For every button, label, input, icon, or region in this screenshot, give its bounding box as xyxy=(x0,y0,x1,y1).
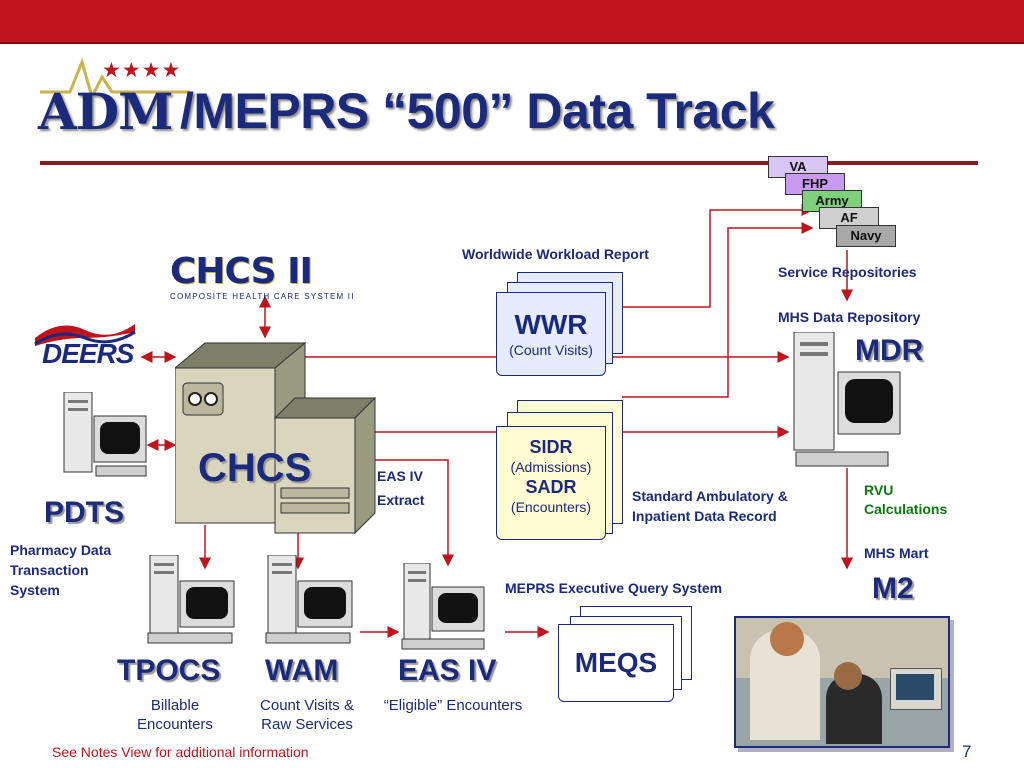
deers-logo-text: DEERS xyxy=(42,338,134,369)
wam-label: WAM xyxy=(265,654,339,687)
page-number: 7 xyxy=(962,742,972,761)
chcs2-logo-text: CHCS II xyxy=(170,251,313,292)
title-divider xyxy=(40,161,978,165)
tpocs-computer-icon xyxy=(147,555,235,644)
sidr-label: SIDR xyxy=(529,437,573,457)
mdr-computer-icon xyxy=(793,332,901,467)
tpocs-description: Billable Encounters xyxy=(137,697,213,733)
eas-iv-computer-icon xyxy=(401,563,485,650)
sidr-sadr-document: SIDR (Admissions) SADR (Encounters) xyxy=(496,426,606,540)
wwr-label: WWR xyxy=(514,309,588,340)
sadr-label: SADR xyxy=(525,477,577,497)
rvu-label-1: RVU xyxy=(864,482,894,498)
deers-flag-icon xyxy=(34,324,136,346)
eas-extract-label-2: Extract xyxy=(377,492,425,508)
repo-army: Army xyxy=(802,190,862,212)
meqs-label: MEQS xyxy=(574,647,658,678)
deers-logo: DEERS xyxy=(30,318,140,369)
eas-iv-label: EAS IV xyxy=(398,654,497,687)
eas-iv-description: “Eligible” Encounters xyxy=(383,697,523,714)
logo-pulse-icon xyxy=(40,57,190,102)
wwr-title: Worldwide Workload Report xyxy=(462,246,649,262)
sidr-sublabel: (Admissions) xyxy=(510,459,592,475)
page-title: /MEPRS “500” Data Track xyxy=(180,83,775,139)
wwr-sublabel: (Count Visits) xyxy=(509,342,593,358)
mhs-data-repository-label: MHS Data Repository xyxy=(778,309,921,325)
repo-navy: Navy xyxy=(836,225,896,247)
wwr-document: WWR (Count Visits) xyxy=(496,292,606,376)
mdr-label: MDR xyxy=(855,334,924,367)
meqs-title: MEPRS Executive Query System xyxy=(505,580,723,596)
logo-adm: ADM xyxy=(38,82,173,141)
sadr-description: Standard Ambulatory & Inpatient Data Rec… xyxy=(632,488,788,524)
chcs-server-icon xyxy=(175,341,377,535)
sadr-sublabel: (Encounters) xyxy=(510,499,592,515)
pdts-computer-icon xyxy=(63,392,147,477)
eas-extract-label-1: EAS IV xyxy=(377,468,423,484)
footer-note: See Notes View for additional informatio… xyxy=(52,744,309,760)
mhs-mart-label: MHS Mart xyxy=(864,545,929,561)
office-photo xyxy=(734,616,950,748)
wam-computer-icon xyxy=(265,555,353,644)
chcs2-logo: CHCS II COMPOSITE HEALTH CARE SYSTEM II xyxy=(170,251,360,302)
tpocs-label: TPOCS xyxy=(117,654,221,687)
logo-stars: ★★★★ xyxy=(102,59,182,82)
meqs-document: MEQS xyxy=(558,624,674,702)
top-banner xyxy=(0,0,1024,44)
service-repositories-label: Service Repositories xyxy=(778,264,917,280)
chcs-label: CHCS xyxy=(198,446,312,490)
m2-label: M2 xyxy=(872,572,914,605)
repo-af: AF xyxy=(819,207,879,229)
rvu-label-2: Calculations xyxy=(864,501,948,517)
pdts-label: PDTS xyxy=(44,496,125,529)
pdts-description: Pharmacy Data Transaction System xyxy=(10,542,112,598)
chcs2-logo-caption: COMPOSITE HEALTH CARE SYSTEM II xyxy=(170,292,355,301)
wam-description: Count Visits & Raw Services xyxy=(260,697,354,733)
